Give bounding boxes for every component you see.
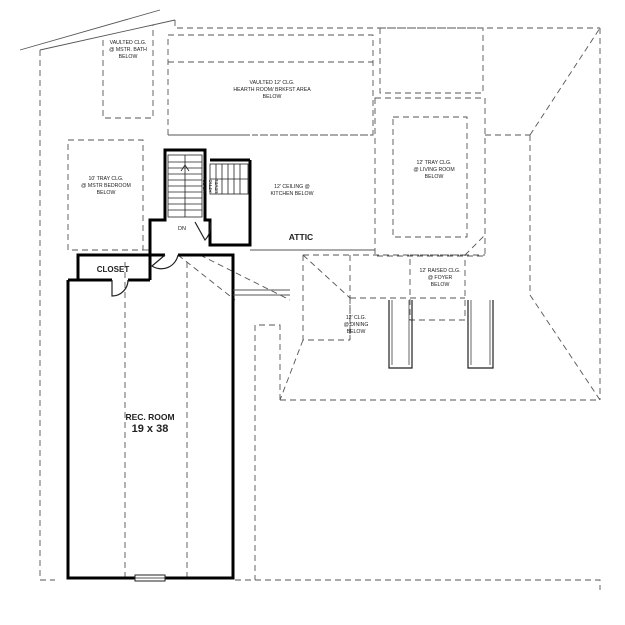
svg-text:VAULTED 12' CLG.: VAULTED 12' CLG. [250,80,295,86]
label-vaulted-hearth: VAULTED 12' CLG. HEARTH ROOM/ BRKFST ARE… [233,80,311,100]
svg-text:12' TRAY CLG.: 12' TRAY CLG. [416,160,451,166]
walls [66,148,252,580]
svg-text:KITCHEN BELOW: KITCHEN BELOW [271,191,314,197]
label-vaulted-master-bath: VAULTED CLG. @ MSTR. BATH BELOW [109,40,147,60]
label-stair-up: UP TO ATTIC LEVEL [202,178,219,193]
svg-text:ATTIC: ATTIC [208,179,213,193]
svg-text:LEVEL: LEVEL [214,178,219,193]
svg-text:@ FOYER: @ FOYER [428,275,453,281]
attic-boundary [233,249,375,296]
svg-text:BELOW: BELOW [347,329,366,335]
label-rec-room-size: 19 x 38 [132,423,169,435]
svg-text:@ DINING: @ DINING [344,322,369,328]
label-attic: ATTIC [289,232,313,242]
label-closet: CLOSET [97,265,130,274]
svg-text:@ MSTR. BATH: @ MSTR. BATH [109,47,147,53]
dining-columns [388,300,494,369]
label-ceiling-kitchen: 12' CEILING @ KITCHEN BELOW [271,184,314,197]
roof-outline-lines [39,20,601,590]
label-tray-master-bedroom: 10' TRAY CLG. @ MSTR BEDROOM BELOW [81,176,131,196]
label-raised-foyer: 12' RAISED CLG. @ FOYER BELOW [419,268,460,288]
svg-text:BELOW: BELOW [425,174,444,180]
svg-text:12' RAISED CLG.: 12' RAISED CLG. [419,268,460,274]
svg-text:12' CLG.: 12' CLG. [346,315,366,321]
svg-text:HEARTH ROOM/ BRKFST AREA: HEARTH ROOM/ BRKFST AREA [233,87,311,93]
svg-text:VAULTED CLG.: VAULTED CLG. [110,40,147,46]
label-dining: 12' CLG. @ DINING BELOW [344,315,369,335]
svg-text:10' TRAY CLG.: 10' TRAY CLG. [88,176,123,182]
rec-room-door [150,254,179,270]
rec-room-exterior-door [134,574,166,582]
stair-door [194,221,212,242]
svg-text:@ LIVING ROOM: @ LIVING ROOM [413,167,454,173]
label-tray-living-room: 12' TRAY CLG. @ LIVING ROOM BELOW [413,160,454,180]
label-stair-down: DN [178,226,186,232]
closet-door [111,279,129,297]
label-rec-room-name: REC. ROOM [125,412,174,422]
roof-slope-line [19,9,176,51]
svg-text:BELOW: BELOW [431,282,450,288]
svg-text:12' CEILING @: 12' CEILING @ [274,184,310,190]
svg-text:BELOW: BELOW [97,190,116,196]
stair-down [167,154,203,218]
svg-text:BELOW: BELOW [119,54,138,60]
svg-text:BELOW: BELOW [263,94,282,100]
svg-text:@ MSTR BEDROOM: @ MSTR BEDROOM [81,183,131,189]
stair-up [209,163,249,195]
svg-text:UP TO: UP TO [202,179,207,193]
